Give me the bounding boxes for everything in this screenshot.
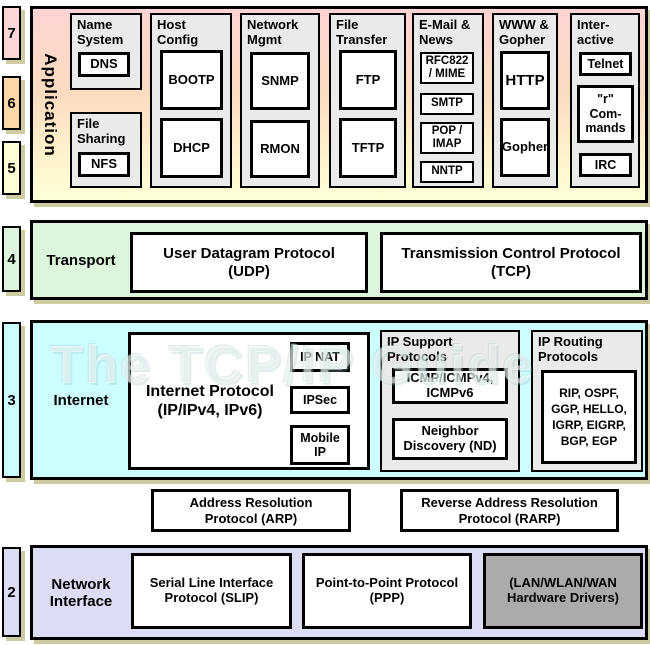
internet-label: Internet [53, 391, 109, 409]
group-title: Name System [77, 17, 124, 47]
group-title: WWW & Gopher [499, 17, 549, 47]
protocol-box-snmp: SNMP [250, 52, 310, 110]
protocol-box-rmon: RMON [250, 120, 310, 178]
group-www-gopher: WWW & Gopher HTTP Gopher [492, 13, 558, 188]
protocol-box-ppp: Point-to-Point Protocol (PPP) [302, 553, 472, 629]
protocol-box-neighbor-discovery: Neighbor Discovery (ND) [392, 418, 508, 460]
network-interface-layer-band: Network Interface Serial Line Interface … [30, 545, 648, 640]
internet-layer-band: Internet Internet Protocol (IP/IPv4, IPv… [30, 320, 648, 480]
protocol-box-routing-list: RIP, OSPF, GGP, HELLO, IGRP, EIGRP, BGP,… [541, 370, 637, 464]
protocol-box-ipsec: IPSec [290, 386, 350, 414]
protocol-box-bootp: BOOTP [160, 50, 223, 110]
protocol-box-hardware-drivers: (LAN/WLAN/WAN Hardware Drivers) [483, 553, 643, 629]
group-network-mgmt: Network Mgmt SNMP RMON [240, 13, 320, 188]
ip-protocol-text: Internet Protocol (IP/IPv4, IPv6) [145, 382, 274, 419]
group-interactive: Inter- active Telnet "r" Com- mands IRC [570, 13, 640, 188]
group-title: File Sharing [77, 116, 126, 146]
protocol-box-arp: Address Resolution Protocol (ARP) [151, 489, 351, 532]
network-interface-label: Network Interface [49, 575, 113, 610]
protocol-box-rfc822-mime: RFC822 / MIME [420, 52, 474, 84]
group-title: Network Mgmt [247, 17, 299, 47]
group-ip-routing-protocols: IP Routing Protocols RIP, OSPF, GGP, HEL… [531, 330, 643, 472]
group-title: E-Mail & News [419, 17, 471, 47]
protocol-box-ip: Internet Protocol (IP/IPv4, IPv6) IP NAT… [128, 332, 370, 470]
group-file-transfer: File Transfer FTP TFTP [329, 13, 406, 188]
group-title: Inter- active [577, 17, 614, 47]
layer-number-3: 3 [2, 322, 21, 478]
protocol-box-icmp: ICMP/ICMPv4, ICMPv6 [392, 368, 508, 404]
group-title: IP Support Protocols [387, 334, 453, 364]
protocol-box-tcp: Transmission Control Protocol (TCP) [380, 232, 642, 293]
group-ip-support-protocols: IP Support Protocols ICMP/ICMPv4, ICMPv6… [380, 330, 520, 472]
protocol-box-smtp: SMTP [420, 93, 474, 115]
transport-label: Transport [46, 251, 116, 269]
protocol-box-mobile-ip: Mobile IP [290, 425, 350, 465]
group-email-news: E-Mail & News RFC822 / MIME SMTP POP / I… [412, 13, 484, 188]
group-name-system: Name System DNS [70, 13, 142, 90]
protocol-box-gopher: Gopher [500, 118, 550, 177]
protocol-box-pop-imap: POP / IMAP [420, 122, 474, 154]
layer-number-5: 5 [2, 141, 21, 195]
application-layer-band: Application Name System DNS File Sharing… [30, 6, 648, 203]
protocol-box-slip: Serial Line Interface Protocol (SLIP) [131, 553, 292, 629]
protocol-box-tftp: TFTP [339, 118, 397, 178]
protocol-box-udp: User Datagram Protocol (UDP) [130, 232, 368, 293]
layer-number-4: 4 [2, 226, 21, 292]
layer-number-6: 6 [2, 76, 21, 130]
group-file-sharing: File Sharing NFS [70, 112, 142, 188]
application-label: Application [41, 52, 60, 157]
protocol-box-http: HTTP [500, 51, 550, 110]
transport-layer-band: Transport User Datagram Protocol (UDP) T… [30, 220, 648, 300]
group-title: File Transfer [336, 17, 388, 47]
protocol-box-telnet: Telnet [579, 52, 632, 76]
protocol-box-ip-nat: IP NAT [290, 342, 350, 372]
protocol-box-nfs: NFS [78, 152, 130, 177]
group-host-config: Host Config BOOTP DHCP [150, 13, 232, 188]
protocol-box-ftp: FTP [339, 50, 397, 110]
protocol-box-r-commands: "r" Com- mands [577, 85, 634, 143]
group-title: Host Config [157, 17, 199, 47]
protocol-box-dhcp: DHCP [160, 118, 223, 178]
group-title: IP Routing Protocols [538, 334, 603, 364]
layer-number-2: 2 [2, 547, 21, 637]
protocol-box-rarp: Reverse Address Resolution Protocol (RAR… [400, 489, 619, 532]
protocol-box-nntp: NNTP [420, 161, 474, 183]
protocol-box-irc: IRC [579, 153, 632, 177]
layer-number-7: 7 [2, 6, 21, 60]
protocol-box-dns: DNS [78, 52, 130, 77]
